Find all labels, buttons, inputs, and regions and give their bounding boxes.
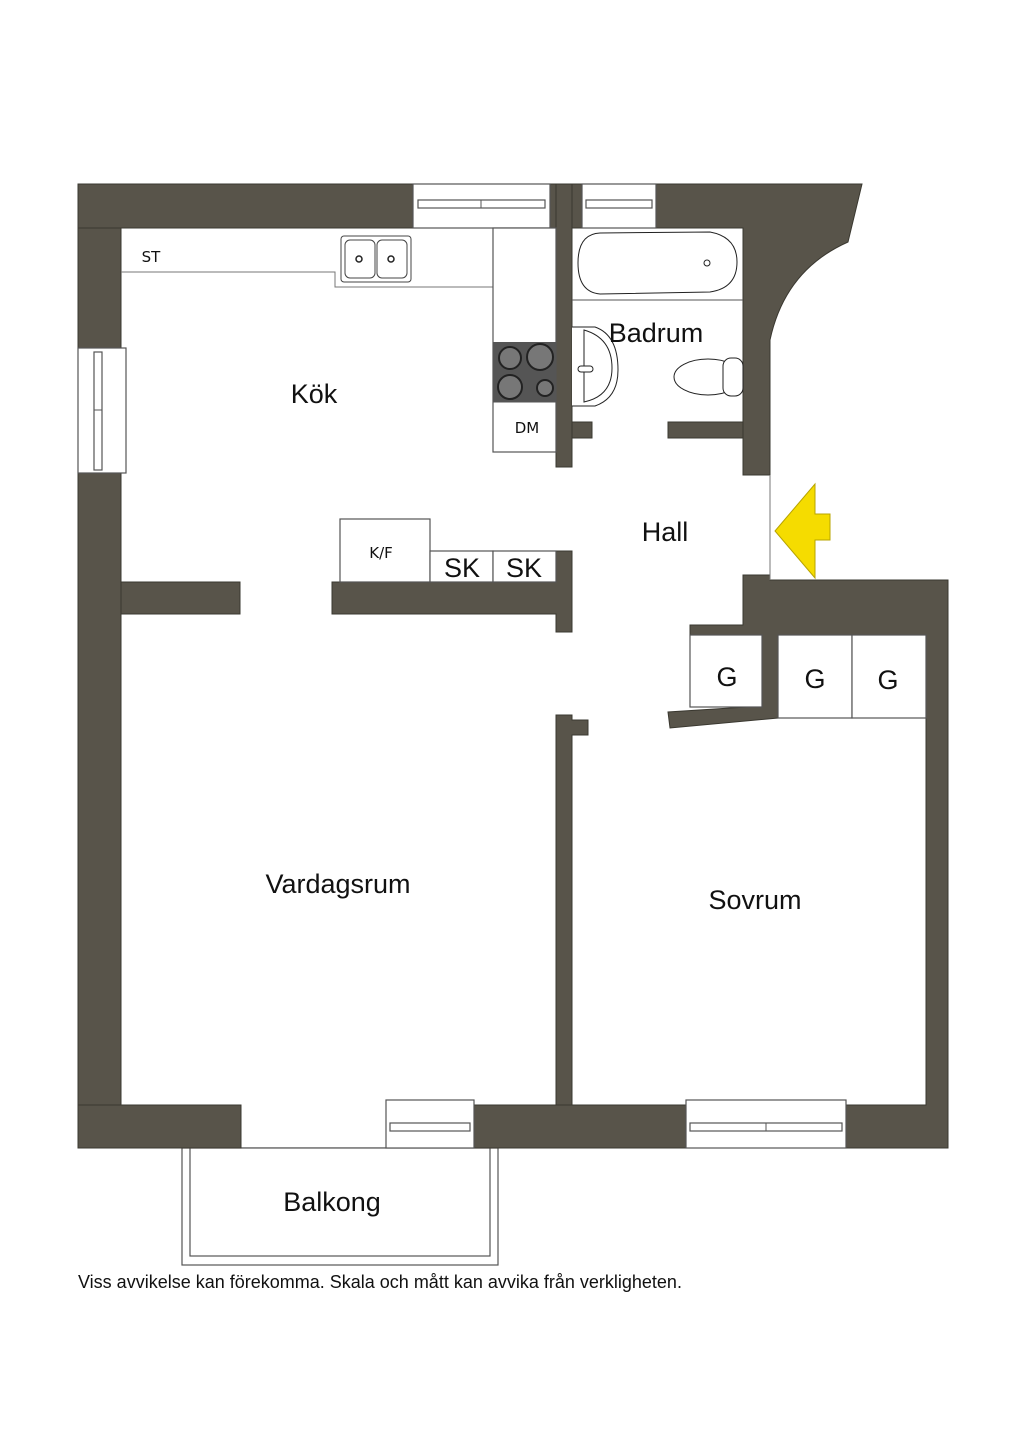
- windows: [77, 183, 847, 1149]
- room-label-bedroom: Sovrum: [708, 885, 801, 915]
- entrance-arrow-icon: [774, 482, 831, 580]
- dishwasher-label: DM: [515, 419, 540, 437]
- walls: [77, 183, 949, 1149]
- room-label-balcony: Balkong: [283, 1187, 381, 1217]
- room-label-living-room: Vardagsrum: [265, 869, 410, 899]
- fridge-freezer-label: K/F: [369, 544, 393, 562]
- room-label-hall: Hall: [642, 517, 689, 547]
- disclaimer-text: Viss avvikelse kan förekomma. Skala och …: [78, 1272, 682, 1292]
- kitchen-fixtures: [121, 227, 557, 583]
- wardrobe-label: G: [716, 662, 737, 692]
- wardrobe-label: G: [804, 664, 825, 694]
- cabinet-label: SK: [444, 553, 480, 583]
- room-label-bathroom: Badrum: [609, 318, 704, 348]
- balcony: [181, 1147, 499, 1266]
- bathroom-fixtures: [572, 231, 744, 407]
- wardrobe-label: G: [877, 665, 898, 695]
- bathtub-icon: [577, 231, 738, 295]
- room-label-kitchen: Kök: [291, 379, 338, 409]
- wardrobes: [689, 634, 927, 719]
- counter-label: ST: [142, 248, 162, 266]
- cabinet-label: SK: [506, 553, 542, 583]
